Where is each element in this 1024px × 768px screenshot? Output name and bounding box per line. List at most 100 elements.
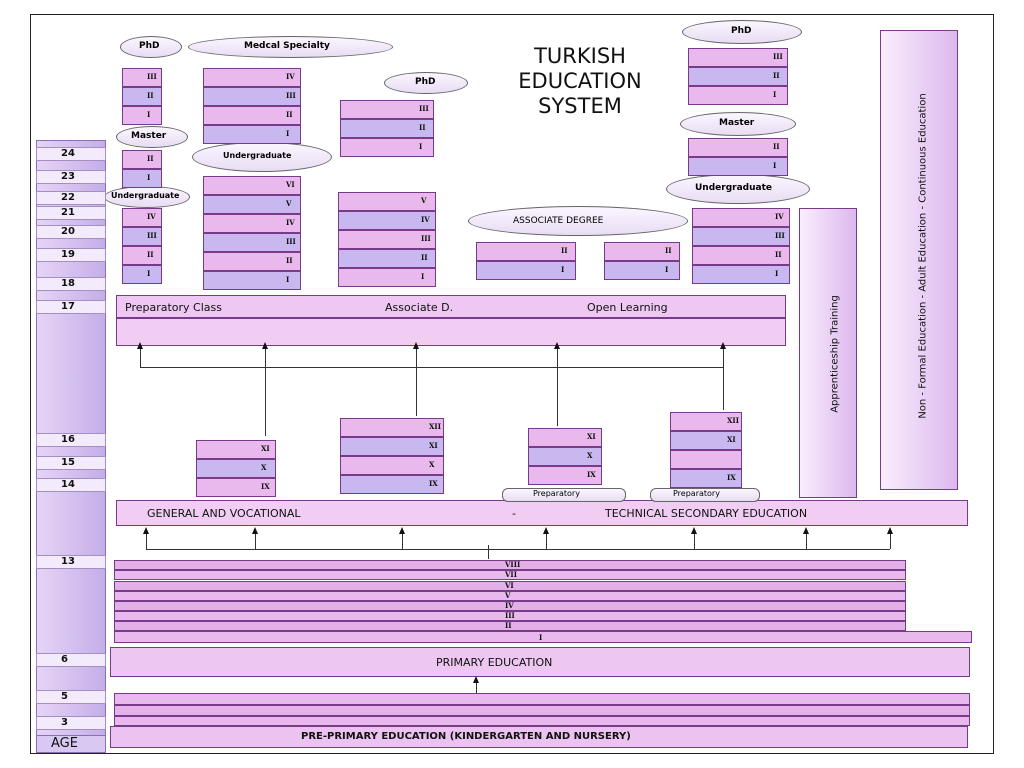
stack-b-under-row-4: II [203, 252, 301, 271]
mid-connector-4 [694, 530, 695, 549]
stack-b-under-row-2: IV [203, 214, 301, 233]
primary-education-label: PRIMARY EDUCATION [436, 656, 553, 669]
stack-e-row-0: II [604, 242, 680, 261]
mid-connector-0 [146, 530, 147, 549]
stack-a-master-row-1: I [122, 169, 162, 188]
sec-stack-4-row-2 [670, 450, 742, 469]
mid-arrow-5 [803, 527, 809, 534]
stack-b-upper-row-3: I [203, 125, 301, 144]
stack-e-row-1: I [604, 261, 680, 280]
primary-grade-III: III [114, 611, 906, 621]
sec-stack-3-row-0: XI [528, 428, 602, 447]
stack-a-under-row-1: III [122, 227, 162, 246]
secondary-left-label: GENERAL AND VOCATIONAL [147, 507, 301, 520]
stack-b-upper-row-0: IV [203, 68, 301, 87]
stack-f-under-row-3: I [692, 265, 790, 284]
age-tick-23: 23 [36, 170, 106, 184]
sec-stack-2-row-1: XI [340, 437, 444, 456]
sec-stack-1-row-1: X [196, 459, 276, 478]
sec-stack-4-row-1: XI [670, 431, 742, 450]
preparatory-ribbon-1: Preparatory [502, 488, 626, 502]
pre-primary-band: PRE-PRIMARY EDUCATION (KINDERGARTEN AND … [110, 726, 968, 748]
mid-connector-5 [806, 530, 807, 549]
age-tick-14: 14 [36, 478, 106, 492]
stack-a-upper-row-0: III [122, 68, 162, 87]
diagram-title: TURKISH EDUCATION SYSTEM [518, 44, 642, 118]
undergraduate-ribbon-3: Undergraduate [666, 174, 810, 204]
mid-connector-6 [890, 530, 891, 549]
preparatory-ribbon-2: Preparatory [650, 488, 760, 502]
sec-stack-4-row-3: IX [670, 469, 742, 488]
associate-degree-ribbon: ASSOCIATE DEGREE [468, 206, 688, 236]
master-ribbon-1: Master [116, 126, 188, 148]
connector-top-v1 [140, 348, 141, 367]
higher-education-label-band: Preparatory Class Associate D. Open Lear… [116, 295, 786, 318]
primary-grade-II: II [114, 621, 906, 631]
stack-f-master-row-1: I [688, 157, 788, 176]
master-ribbon-2: Master [680, 112, 796, 136]
higher-education-entry-band [116, 318, 786, 346]
diagram-frame [30, 14, 994, 754]
stack-f-master-row-0: II [688, 138, 788, 157]
age-tick-19: 19 [36, 248, 106, 262]
mid-connector-2 [402, 530, 403, 549]
mid-connector-1 [255, 530, 256, 549]
arrow-up-3 [413, 342, 419, 349]
stack-f-upper-row-0: III [688, 48, 788, 67]
age-tick-20: 20 [36, 225, 106, 239]
primary-grade-I: I [114, 631, 972, 643]
stack-c-under-row-2: III [338, 230, 436, 249]
arrow-up-2 [262, 342, 268, 349]
age-tick-5: 5 [36, 690, 106, 704]
apprenticeship-column: Apprenticeship Training [799, 208, 857, 498]
primary-grade-V: V [114, 591, 906, 601]
age-tick-3: 3 [36, 716, 106, 730]
stack-a-upper-row-1: II [122, 87, 162, 106]
stack-d-row-1: I [476, 261, 576, 280]
stack-b-upper-row-2: II [203, 106, 301, 125]
mid-arrow-6 [887, 527, 893, 534]
stack-a-under-row-0: IV [122, 208, 162, 227]
stack-b-under-row-5: I [203, 271, 301, 290]
age-tick-15: 15 [36, 456, 106, 470]
non-formal-label: Non - Formal Education - Adult Education… [917, 93, 929, 419]
connector-primary-stem [476, 679, 477, 693]
phd-ribbon-2: PhD [384, 72, 468, 94]
pre-primary-band-3 [114, 705, 970, 716]
primary-grade-IV: IV [114, 601, 906, 611]
stack-b-under-row-3: III [203, 233, 301, 252]
stack-b-under-row-1: V [203, 195, 301, 214]
primary-education-band: PRIMARY EDUCATION [110, 647, 970, 677]
arrow-up-5 [720, 342, 726, 349]
stack-c-upper-row-0: III [340, 100, 434, 119]
connector-mid-h [146, 549, 890, 550]
age-tick-24: 24 [36, 147, 106, 161]
apprenticeship-label: Apprenticeship Training [829, 295, 841, 413]
mid-connector-3 [546, 530, 547, 549]
stack-b-upper-row-1: III [203, 87, 301, 106]
mid-arrow-3 [543, 527, 549, 534]
age-tick-16: 16 [36, 433, 106, 447]
primary-grade-VIII: VIII [114, 560, 906, 570]
sec-stack-3-row-2: IX [528, 466, 602, 485]
medical-specialty-ribbon: Medcal Specialty [188, 36, 393, 58]
secondary-dash-label: - [512, 507, 516, 520]
connector-top-v4 [557, 348, 558, 426]
age-tick-17: 17 [36, 300, 106, 314]
sec-stack-3-row-1: X [528, 447, 602, 466]
stack-c-upper-row-1: II [340, 119, 434, 138]
stack-b-under-row-0: VI [203, 176, 301, 195]
arrow-up-primary [473, 676, 479, 683]
stack-c-under-row-0: V [338, 192, 436, 211]
connector-top-v5 [723, 348, 724, 410]
sec-stack-2-row-0: XII [340, 418, 444, 437]
open-learning-label: Open Learning [587, 301, 668, 314]
age-tick-22: 22 [36, 191, 106, 205]
stack-c-under-row-3: II [338, 249, 436, 268]
mid-arrow-1 [252, 527, 258, 534]
stack-f-under-row-0: IV [692, 208, 790, 227]
stack-d-row-0: II [476, 242, 576, 261]
age-axis-label: AGE [36, 735, 106, 753]
connector-top-v3 [416, 348, 417, 416]
undergraduate-ribbon-2: Undergraduate [192, 142, 332, 172]
